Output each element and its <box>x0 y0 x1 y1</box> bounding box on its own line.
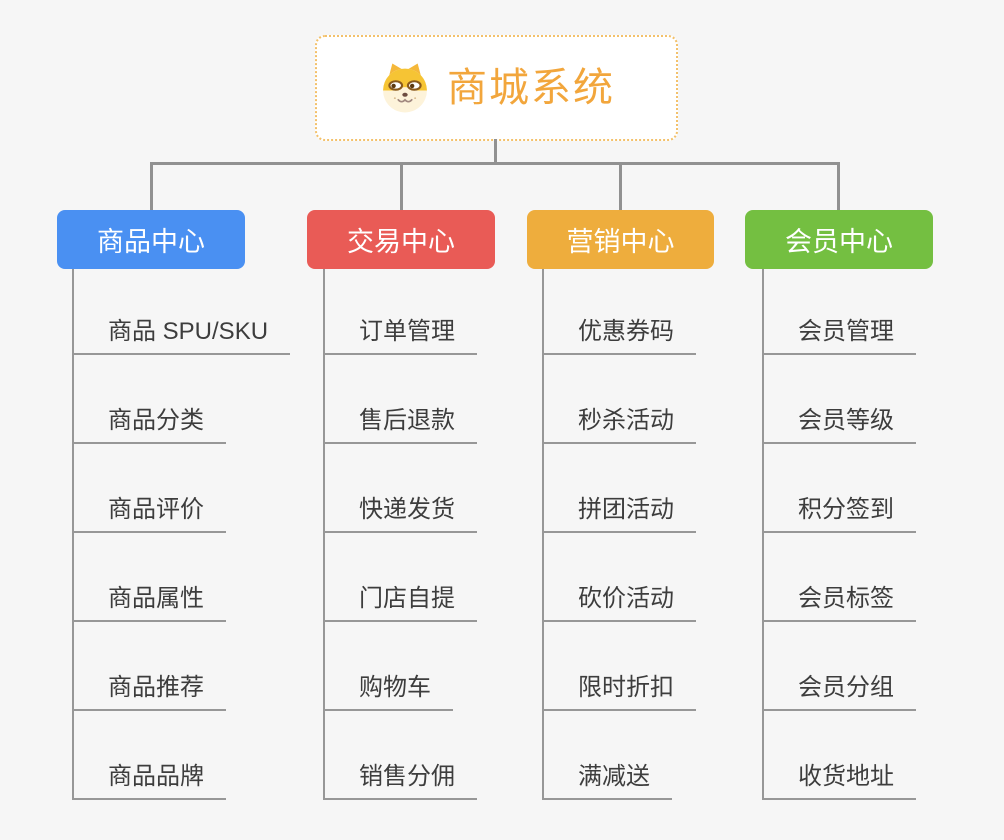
leaf-item[interactable]: 商品评价 <box>74 496 226 533</box>
leaf-item[interactable]: 会员分组 <box>764 674 916 711</box>
leaf-item[interactable]: 购物车 <box>325 674 453 711</box>
connector-drop-1 <box>150 164 153 210</box>
leaf-item[interactable]: 拼团活动 <box>544 496 696 533</box>
connector-drop-2 <box>400 164 403 210</box>
leaf-item[interactable]: 门店自提 <box>325 585 477 622</box>
leaf-item[interactable]: 订单管理 <box>325 318 477 355</box>
branch-trade-center[interactable]: 交易中心 <box>307 210 495 269</box>
leaf-item[interactable]: 优惠券码 <box>544 318 696 355</box>
connector-bus <box>150 162 840 165</box>
branch-marketing-center[interactable]: 营销中心 <box>527 210 714 269</box>
branch-marketing-leaves: 优惠券码 秒杀活动 拼团活动 砍价活动 限时折扣 满减送 <box>542 269 696 800</box>
leaf-item[interactable]: 快递发货 <box>325 496 477 533</box>
leaf-item[interactable]: 销售分佣 <box>325 763 477 800</box>
leaf-item[interactable]: 商品分类 <box>74 407 226 444</box>
branch-member-center[interactable]: 会员中心 <box>745 210 933 269</box>
branch-member-leaves: 会员管理 会员等级 积分签到 会员标签 会员分组 收货地址 <box>762 269 916 800</box>
leaf-item[interactable]: 砍价活动 <box>544 585 696 622</box>
root-label: 商城系统 <box>447 66 615 110</box>
leaf-item[interactable]: 秒杀活动 <box>544 407 696 444</box>
leaf-item[interactable]: 积分签到 <box>764 496 916 533</box>
leaf-item[interactable]: 商品品牌 <box>74 763 226 800</box>
root-node[interactable]: 商城系统 <box>315 35 678 141</box>
leaf-item[interactable]: 会员标签 <box>764 585 916 622</box>
connector-drop-3 <box>619 164 622 210</box>
connector-drop-4 <box>837 164 840 210</box>
leaf-item[interactable]: 商品属性 <box>74 585 226 622</box>
connector-root-stem <box>494 139 497 163</box>
leaf-item[interactable]: 限时折扣 <box>544 674 696 711</box>
leaf-item[interactable]: 商品推荐 <box>74 674 226 711</box>
leaf-item[interactable]: 会员等级 <box>764 407 916 444</box>
branch-product-leaves: 商品 SPU/SKU 商品分类 商品评价 商品属性 商品推荐 商品品牌 <box>72 269 291 800</box>
leaf-item[interactable]: 售后退款 <box>325 407 477 444</box>
leaf-item[interactable]: 会员管理 <box>764 318 916 355</box>
leaf-item[interactable]: 满减送 <box>544 763 672 800</box>
leaf-item[interactable]: 商品 SPU/SKU <box>74 318 291 355</box>
leaf-item[interactable]: 收货地址 <box>764 763 916 800</box>
branch-trade-leaves: 订单管理 售后退款 快递发货 门店自提 购物车 销售分佣 <box>323 269 477 800</box>
dog-face-icon <box>378 61 432 115</box>
branch-product-center[interactable]: 商品中心 <box>57 210 245 269</box>
